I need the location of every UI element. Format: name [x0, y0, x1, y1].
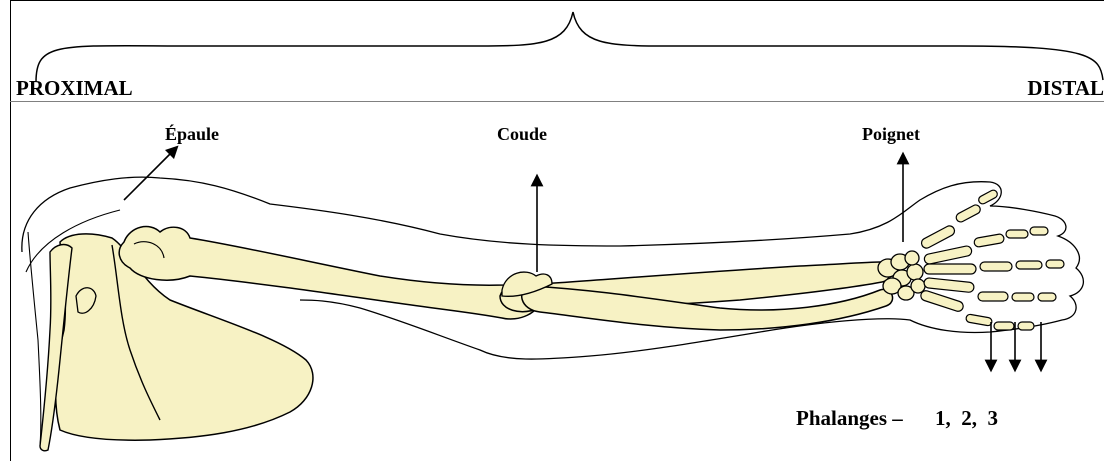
- shoulder-label: Épaule: [165, 124, 219, 145]
- finger-bones: [920, 189, 1064, 330]
- shoulder-arrow: [124, 150, 174, 200]
- elbow-label: Coude: [497, 124, 547, 145]
- wrist-label: Poignet: [862, 124, 920, 145]
- distal-label: DISTAL: [1027, 76, 1104, 101]
- phalanges-numbers: 1, 2, 3: [935, 406, 998, 431]
- proximal-label: PROXIMAL: [16, 76, 133, 101]
- brace: [36, 12, 1103, 82]
- phalanges-label: Phalanges –: [796, 406, 903, 431]
